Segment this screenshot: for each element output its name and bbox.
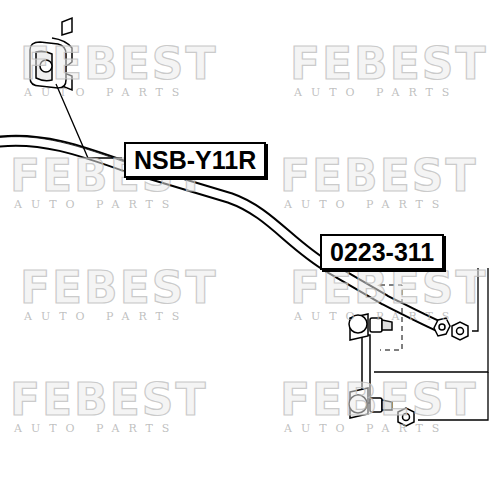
- assembly-dash: [380, 285, 402, 350]
- watermark-subtitle: AUTO PARTS: [294, 310, 458, 323]
- watermark-subtitle: AUTO PARTS: [284, 422, 448, 435]
- watermark-subtitle: AUTO PARTS: [294, 86, 458, 99]
- part-number: 0223-311: [330, 238, 434, 266]
- part-number: NSB-Y11R: [134, 146, 256, 174]
- watermark-subtitle: AUTO PARTS: [24, 310, 188, 323]
- watermark-subtitle: AUTO PARTS: [14, 422, 178, 435]
- watermark-logo: FEBEST: [280, 374, 477, 425]
- watermark-logo: FEBEST: [10, 374, 207, 425]
- watermark-logo: FEBEST: [280, 150, 477, 201]
- watermark-subtitle: AUTO PARTS: [284, 198, 448, 211]
- leader-line: [56, 84, 488, 420]
- watermark-subtitle: AUTO PARTS: [24, 86, 188, 99]
- callout-box: NSB-Y11R: [124, 142, 266, 178]
- stabilizer-link: [349, 314, 392, 418]
- watermark-subtitle: AUTO PARTS: [14, 198, 178, 211]
- callout-box: 0223-311: [320, 234, 444, 270]
- watermark-logo: FEBEST: [20, 38, 217, 89]
- stabilizer-bushing: [30, 18, 72, 90]
- watermark-logo: FEBEST: [20, 262, 217, 313]
- watermark-logo: FEBEST: [290, 38, 487, 89]
